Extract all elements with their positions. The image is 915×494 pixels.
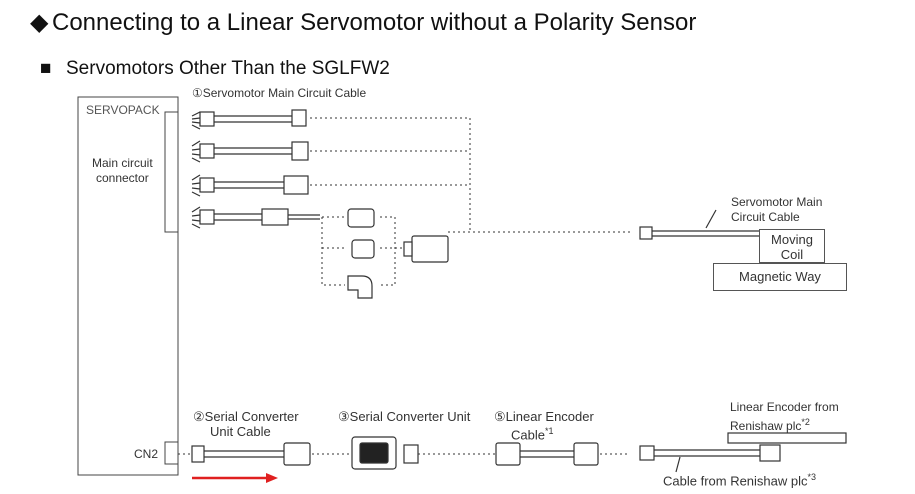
linear-encoder-cable-label: ⑤Linear Encoder Cable*1 [494,409,594,442]
magnetic-way-box: Magnetic Way [713,263,847,291]
serial-converter-cable-line2: Unit Cable [210,424,271,439]
main-circuit-cables [191,109,320,229]
linear-encoder-cable-line1: ⑤Linear Encoder [494,409,594,424]
red-arrow-icon [192,473,278,483]
serial-converter-unit-label: ③Serial Converter Unit [338,409,471,424]
serial-converter-cable-line1: ②Serial Converter [193,409,299,424]
page-title-text: Connecting to a Linear Servomotor withou… [52,9,697,36]
servomotor-main-cable [639,209,760,240]
servomotor-cable-line2: Circuit Cable [731,210,800,224]
cn2-connector [164,441,179,465]
square-bullet-icon: ■ [40,58,52,79]
page-title: ◆Connecting to a Linear Servomotor witho… [30,8,696,37]
cable-from-renishaw-note: *3 [807,472,817,482]
servomotor-cable-line1: Servomotor Main [731,195,823,209]
encoder-chain [191,432,847,473]
cable-from-renishaw-text: Cable from Renishaw plc [663,473,808,489]
diamond-bullet-icon: ◆ [30,9,49,36]
servopack-box [77,96,179,476]
moving-coil-line1: Moving [771,232,813,247]
main-circuit-connector-line1: Main circuit [92,156,153,170]
dotted-connections [178,117,632,455]
moving-coil-line2: Coil [780,247,804,262]
linear-encoder-renishaw-label: Linear Encoder from Renishaw plc*2 [730,400,839,434]
serial-converter-cable-label: ②Serial Converter Unit Cable [193,409,299,439]
main-circuit-connector [164,111,179,233]
servomotor-cable-label: Servomotor Main Circuit Cable [731,195,822,225]
section-title-text: Servomotors Other Than the SGLFW2 [66,58,390,79]
adapter-connectors [347,208,449,299]
cn2-label: CN2 [134,447,159,461]
linear-encoder-renishaw-line1: Linear Encoder from [730,400,839,414]
main-circuit-cable-label: ①Servomotor Main Circuit Cable [192,86,367,100]
linear-encoder-cable-line2: Cable [511,427,545,443]
linear-encoder-renishaw-line2: Renishaw plc [730,419,802,433]
main-circuit-connector-label: Main circuit connector [92,156,153,186]
moving-coil-box: Moving Coil [759,229,825,263]
section-title: ■ Servomotors Other Than the SGLFW2 [40,58,390,80]
cable-from-renishaw-label: Cable from Renishaw plc*3 [663,470,816,488]
servopack-label: SERVOPACK [86,103,160,117]
linear-encoder-cable-note: *1 [544,426,554,436]
linear-encoder-renishaw-note: *2 [801,417,810,427]
main-circuit-connector-line2: connector [95,171,149,185]
